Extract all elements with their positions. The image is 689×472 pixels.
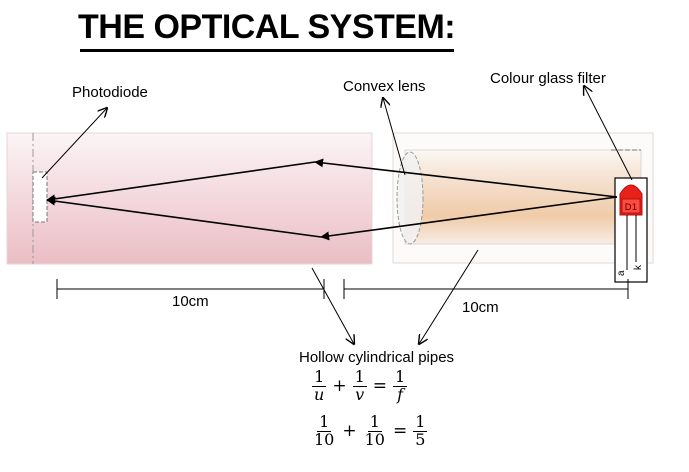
page-title: THE OPTICAL SYSTEM: [78, 8, 456, 46]
equals-sign: = [372, 376, 387, 397]
convex-lens-label: Convex lens [343, 78, 426, 95]
fraction-1-over-f: 1 f [393, 367, 408, 404]
light-ray-2 [46, 161, 316, 204]
light-ray-3 [320, 196, 618, 241]
plus-sign: + [342, 421, 357, 442]
fraction-1-over-5: 1 5 [413, 412, 428, 449]
left-hollow-pipe [6, 132, 373, 265]
fraction-1-over-10-a: 1 10 [314, 412, 335, 449]
numeric-equation: 1 10 + 1 10 = 1 5 [312, 412, 428, 449]
convex-lens-pointer [383, 98, 406, 176]
pipe-pointer-right [419, 249, 479, 344]
lens-equation: 1 u + 1 v = 1 f [312, 367, 408, 404]
led-anode-label: a [616, 270, 627, 276]
filter-pointer [584, 86, 633, 181]
fraction-1-over-10-b: 1 10 [364, 412, 385, 449]
fraction-1-over-u: 1 u [312, 367, 327, 404]
title-underline [80, 49, 454, 52]
colour-glass-filter-label: Colour glass filter [490, 70, 606, 87]
pipe-pointer-left [311, 267, 354, 344]
light-ray-4 [46, 196, 322, 238]
distance-left-label: 10cm [172, 293, 209, 310]
photodiode-pointer [41, 108, 107, 179]
right-pipe-inner-band [404, 149, 642, 245]
led-cathode-label: k [633, 264, 644, 270]
photodiode [32, 171, 48, 223]
light-ray-1 [314, 158, 618, 198]
photodiode-label: Photodiode [72, 84, 148, 101]
equals-sign: = [392, 421, 408, 442]
convex-lens [396, 151, 424, 245]
led-code-label: D1 [625, 203, 638, 213]
hollow-pipes-label: Hollow cylindrical pipes [299, 349, 455, 366]
led-filter-glass [621, 198, 641, 214]
plus-sign: + [332, 376, 347, 397]
fraction-1-over-v: 1 v [352, 367, 367, 404]
distance-right-label: 10cm [462, 299, 499, 316]
